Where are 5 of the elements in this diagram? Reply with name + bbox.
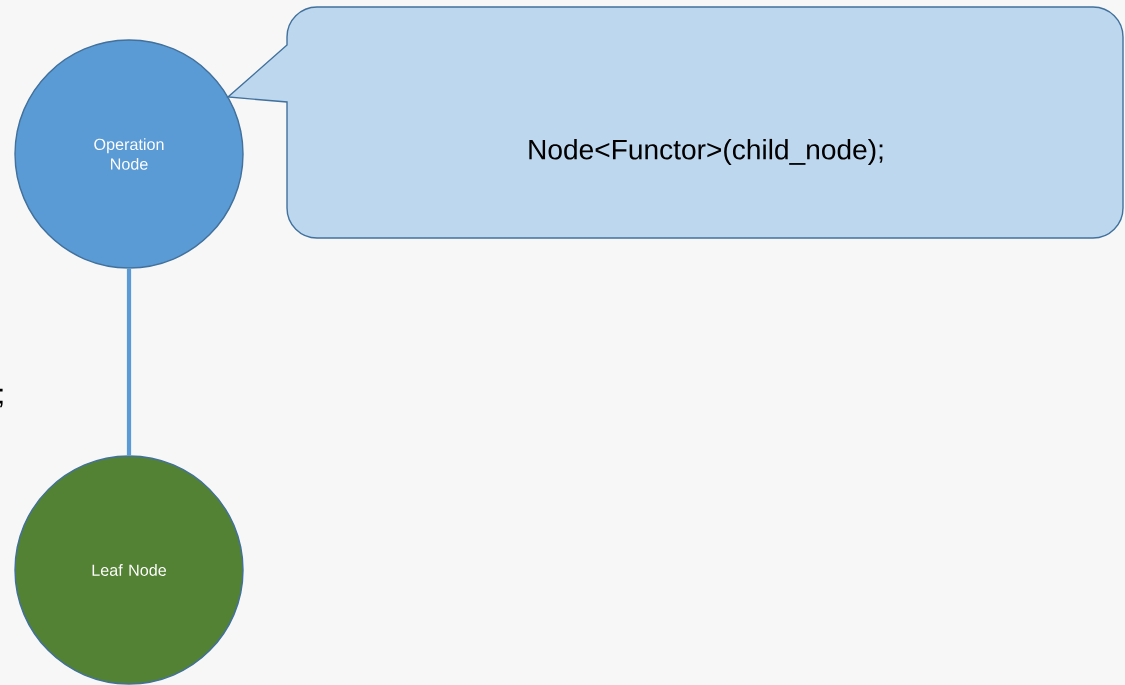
circle-node: Leaf Node <box>14 455 244 685</box>
code-text: ; <box>0 388 3 408</box>
circle-node: Operation Node <box>14 39 244 269</box>
connector-line <box>126 268 132 456</box>
speech-callout: Node<Functor>(child_node); <box>227 6 1124 239</box>
